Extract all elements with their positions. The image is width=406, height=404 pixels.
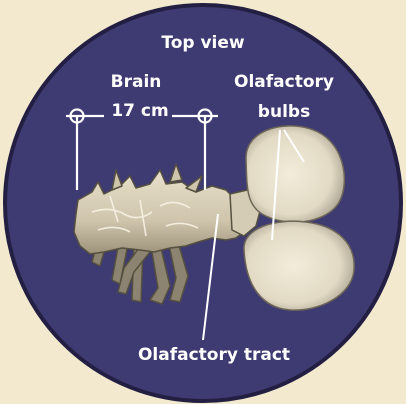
lower-olfactory-bulb — [244, 221, 354, 310]
upper-olfactory-bulb — [246, 126, 344, 222]
bulbs-label-line1: Olafactory — [234, 72, 334, 92]
brain-length-label: 17 cm — [111, 101, 168, 121]
brain-label: Brain — [111, 72, 162, 92]
view-title: Top view — [161, 33, 245, 53]
bulbs-label-line2: bulbs — [258, 102, 310, 122]
tract-label: Olafactory tract — [138, 345, 290, 365]
